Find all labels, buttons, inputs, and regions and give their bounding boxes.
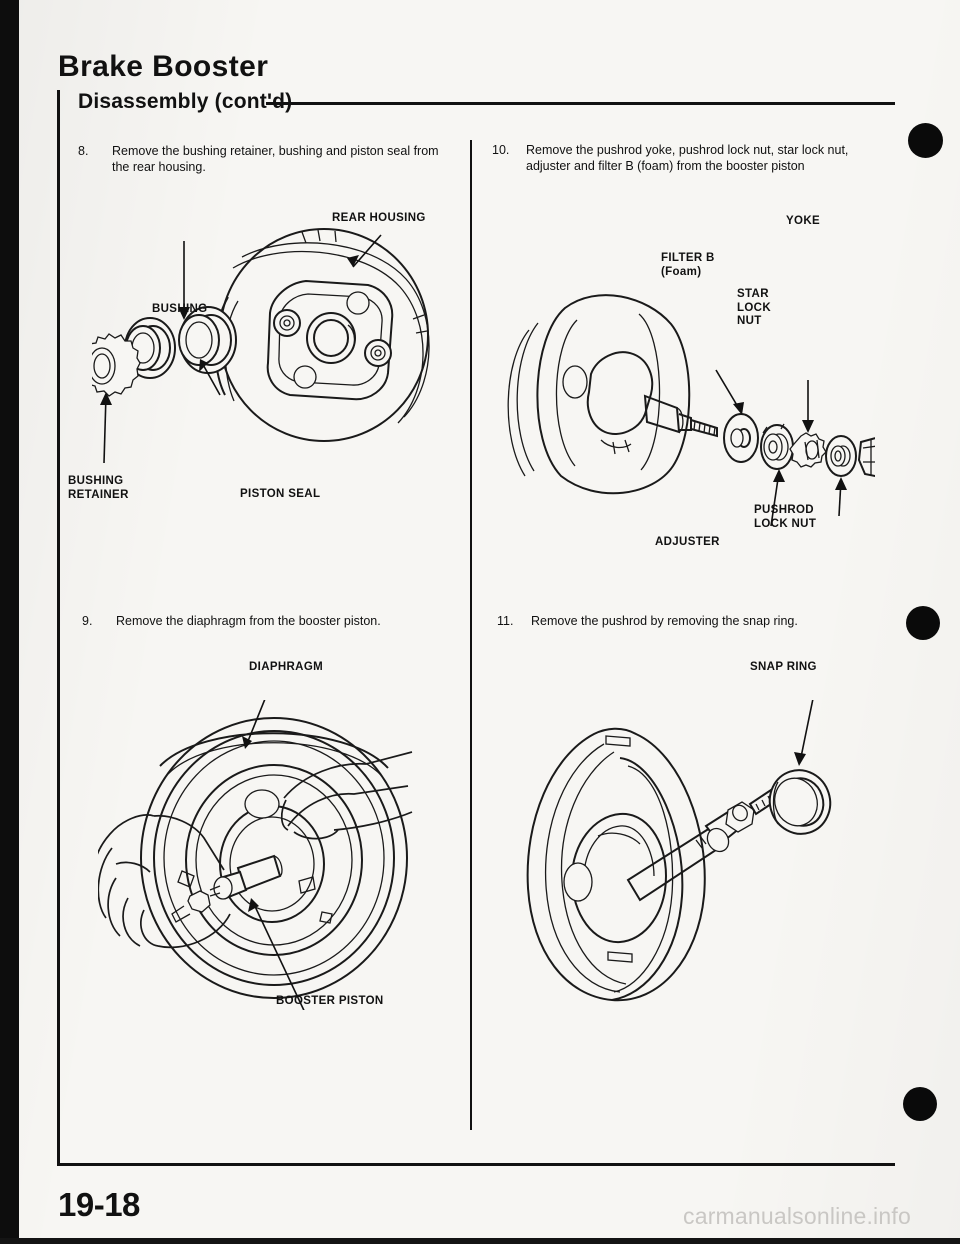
label-pushrod-lock-nut: PUSHROD LOCK NUT [754, 504, 817, 530]
rear-housing-shell [214, 228, 430, 442]
figure-pushrod-assembly [505, 290, 875, 540]
figure-leaders [245, 700, 305, 1010]
step-8-text: Remove the bushing retainer, bushing and… [112, 144, 439, 174]
figure-diaphragm [98, 700, 448, 1010]
content-frame-left-rule [57, 90, 60, 1166]
bushing-retainer-part [92, 333, 141, 397]
snap-ring-part [768, 769, 832, 835]
label-adjuster: ADJUSTER [655, 536, 720, 548]
figure-snap-ring [500, 700, 860, 1020]
label-filter-b: FILTER B (Foam) [661, 252, 715, 278]
scan-artifact-bottom-band [0, 1238, 960, 1244]
figure-leaders [799, 700, 814, 763]
scan-artifact-left-band [0, 0, 19, 1244]
step-11: 11. Remove the pushrod by removing the s… [497, 613, 877, 629]
step-8: 8. Remove the bushing retainer, bushing … [78, 143, 443, 175]
label-diaphragm: DIAPHRAGM [249, 661, 324, 673]
label-bushing: BUSHING [152, 303, 208, 315]
column-divider [470, 140, 472, 1130]
label-yoke: YOKE [786, 215, 820, 227]
margin-dot-3 [903, 1087, 937, 1121]
hand-right [280, 751, 413, 840]
label-rear-housing: REAR HOUSING [332, 212, 426, 224]
step-11-text: Remove the pushrod by removing the snap … [531, 614, 798, 628]
page-number: 19-18 [58, 1186, 140, 1223]
piston-seal-part [178, 306, 237, 374]
content-frame-bottom-rule [57, 1163, 895, 1166]
star-lock-nut-part [789, 432, 827, 468]
step-11-number: 11. [497, 614, 514, 628]
label-bushing-retainer: BUSHING RETAINER [68, 475, 129, 501]
page-title: Brake Booster [58, 50, 269, 83]
label-piston-seal: PISTON SEAL [240, 488, 321, 500]
step-10-number: 10. [492, 143, 510, 157]
hand-left [98, 814, 231, 949]
section-title: Disassembly (cont'd) [78, 90, 293, 113]
yoke-part [857, 437, 875, 478]
filter-b-part [723, 413, 759, 463]
booster-piston-part [171, 854, 283, 923]
label-snap-ring: SNAP RING [750, 661, 817, 673]
margin-dot-1 [908, 123, 943, 158]
pushrod-lock-nut-part [825, 435, 857, 477]
site-watermark: carmanualsonline.info [683, 1203, 911, 1229]
label-booster-piston: BOOSTER PISTON [276, 995, 384, 1007]
adjuster-part [760, 423, 794, 470]
step-9: 9. Remove the diaphragm from the booster… [82, 613, 442, 629]
paper-background [19, 0, 960, 1238]
step-9-number: 9. [82, 614, 93, 628]
figure-rear-housing [92, 205, 452, 505]
step-8-number: 8. [78, 144, 89, 158]
step-10: 10. Remove the pushrod yoke, pushrod loc… [492, 142, 872, 174]
booster-shell [507, 294, 718, 495]
step-10-text: Remove the pushrod yoke, pushrod lock nu… [526, 143, 849, 173]
margin-dot-2 [906, 606, 940, 640]
step-9-text: Remove the diaphragm from the booster pi… [116, 614, 381, 628]
label-star-lock-nut: STAR LOCK NUT [737, 288, 771, 327]
header-rule [266, 102, 895, 105]
booster-shell-front [526, 727, 706, 1002]
